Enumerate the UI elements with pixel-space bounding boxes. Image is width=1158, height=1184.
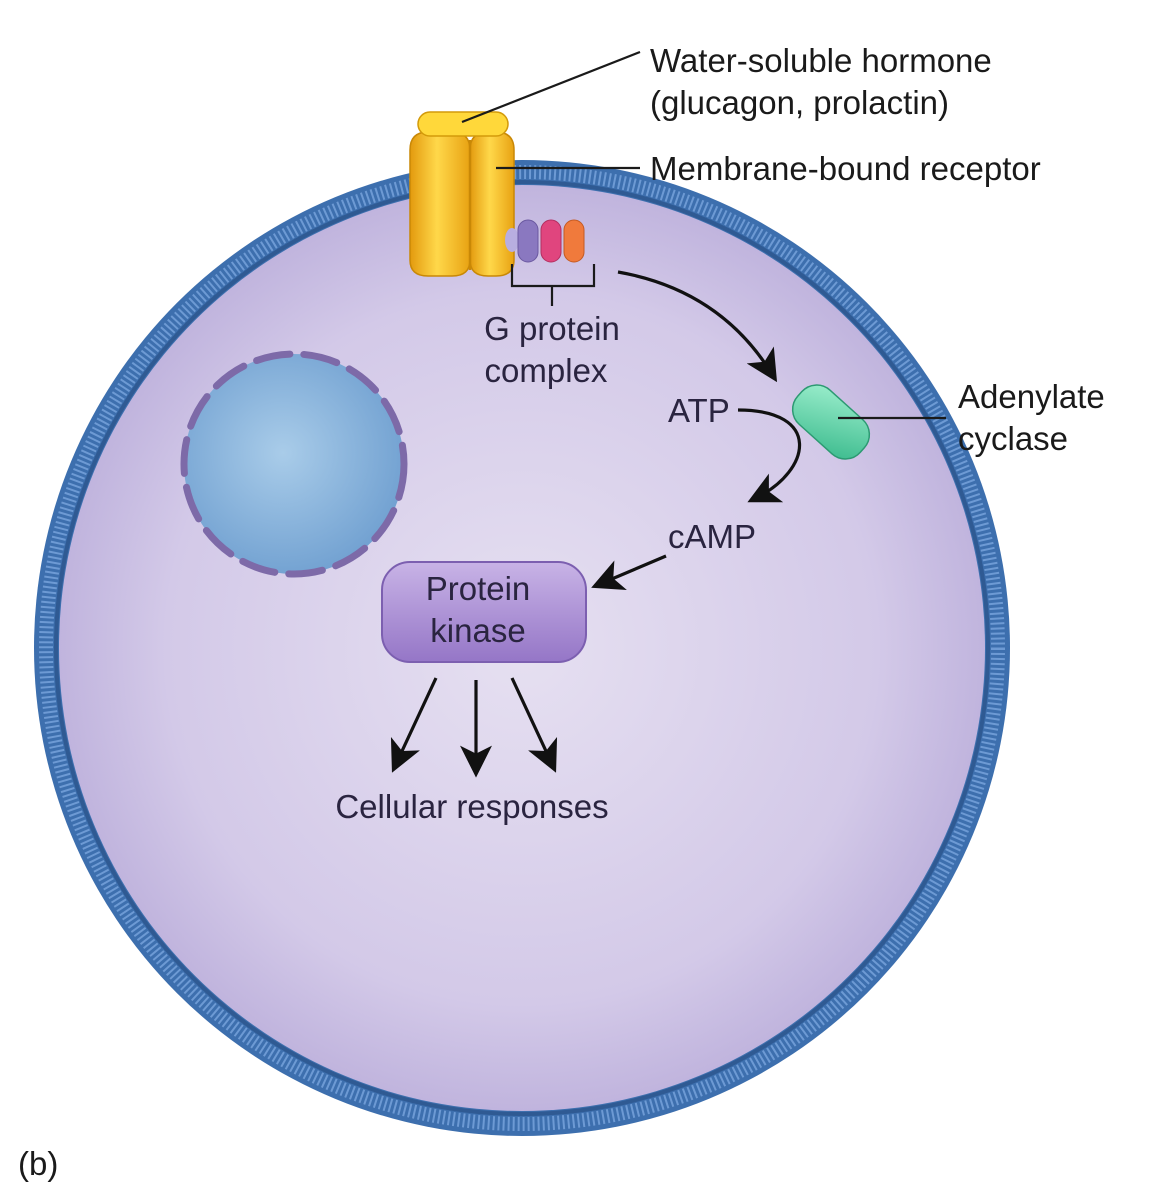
camp-label: cAMP bbox=[668, 518, 756, 555]
water-soluble-hormone bbox=[417, 111, 509, 137]
kinase-response-arrow-right bbox=[510, 677, 558, 773]
g-protein-subunit-purple bbox=[517, 219, 539, 263]
receptor-label: Membrane-bound receptor bbox=[650, 150, 1041, 187]
camp-to-kinase-arrow bbox=[591, 554, 667, 590]
g-protein-to-adenylate-arrow bbox=[617, 270, 778, 383]
kinase-label-line2: kinase bbox=[430, 612, 525, 649]
hormone-leader bbox=[461, 50, 641, 124]
g-protein-subunit-orange bbox=[563, 219, 585, 263]
panel-label: (b) bbox=[18, 1145, 58, 1182]
cellular-responses-label: Cellular responses bbox=[335, 788, 608, 825]
protein-kinase bbox=[381, 561, 587, 663]
nucleus bbox=[180, 350, 408, 578]
g-protein-subunit-pink bbox=[540, 219, 562, 263]
kinase-label-line1: Protein bbox=[426, 570, 531, 607]
atp-label: ATP bbox=[668, 392, 730, 429]
cell-membrane-texture bbox=[39, 165, 1005, 1131]
membrane-bound-receptor bbox=[409, 131, 515, 277]
kinase-response-arrow-left bbox=[390, 677, 438, 773]
g-protein-bracket bbox=[510, 264, 596, 306]
cell-membrane-inner-edge bbox=[54, 180, 990, 1116]
hormone-label-line1: Water-soluble hormone bbox=[650, 42, 992, 79]
adenylate-cyclase bbox=[791, 384, 871, 460]
adenylate-label-line2: cyclase bbox=[958, 420, 1068, 457]
atp-to-camp-arrow bbox=[737, 408, 802, 503]
adenylate-label-line1: Adenylate bbox=[958, 378, 1105, 415]
hormone-label-line2: (glucagon, prolactin) bbox=[650, 84, 949, 121]
g-protein-label-line2: complex bbox=[485, 352, 608, 389]
g-protein-label-line1: G protein bbox=[484, 310, 620, 347]
g-protein-small-subunit bbox=[505, 228, 519, 252]
g-protein-complex bbox=[505, 219, 596, 306]
